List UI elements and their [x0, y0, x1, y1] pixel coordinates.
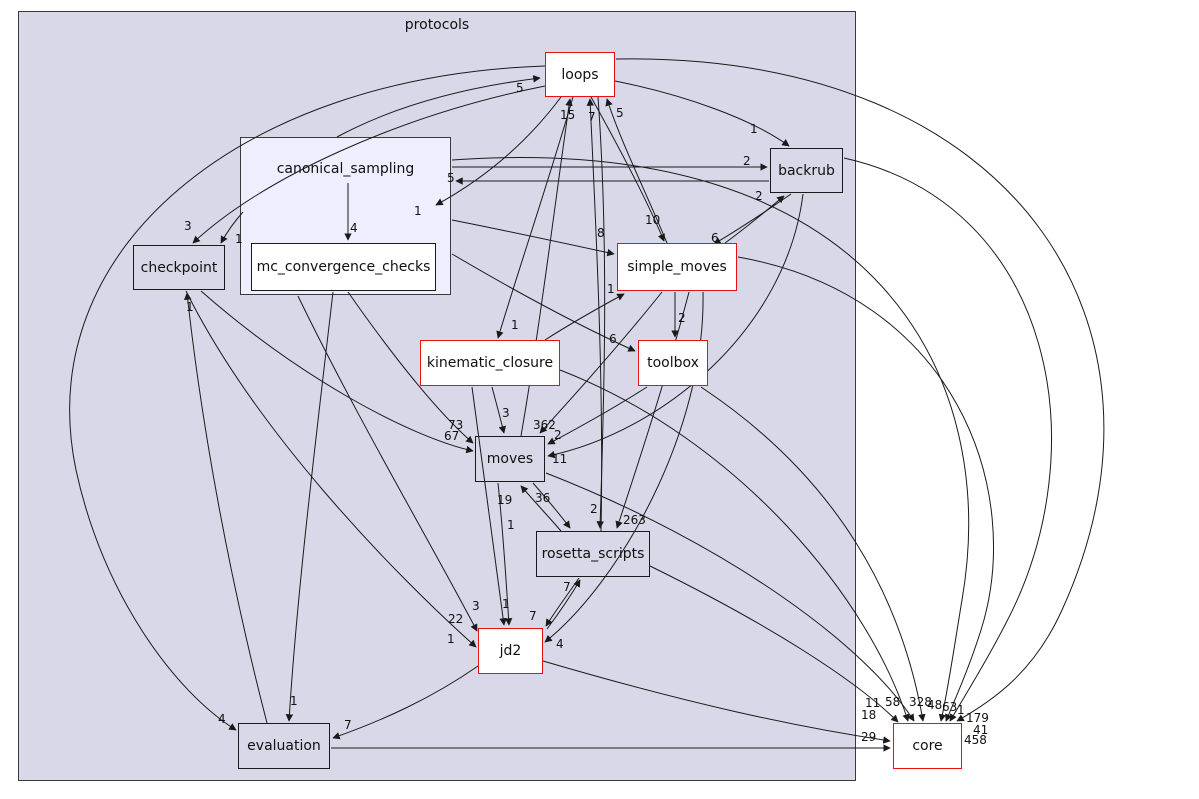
node-kinematic-closure[interactable]: kinematic_closure	[420, 340, 560, 386]
edge-label: 1	[511, 318, 519, 332]
edge-label: 1	[502, 597, 510, 611]
edge-label: 18	[861, 708, 877, 722]
edge-label: 2	[678, 311, 686, 325]
edge-label: 6	[711, 231, 719, 245]
edge-label: 4	[556, 637, 564, 651]
node-toolbox[interactable]: toolbox	[638, 340, 708, 386]
edge-label: 2	[755, 189, 763, 203]
edge-label: 67	[444, 429, 460, 443]
edge-label: 19	[497, 493, 513, 507]
edge-label: 29	[861, 730, 877, 744]
node-loops[interactable]: loops	[545, 52, 615, 97]
edge-label: 7	[563, 580, 571, 594]
edge-label: 10	[645, 213, 661, 227]
edge-label: 36	[535, 491, 551, 505]
edge-label: 5	[616, 106, 624, 120]
node-jd2[interactable]: jd2	[478, 628, 543, 674]
edge-label: 58	[885, 695, 901, 709]
edge-label: 5	[516, 81, 524, 95]
edge-label: 1	[957, 703, 965, 717]
edge-label: 1	[447, 632, 455, 646]
node-backrub[interactable]: backrub	[770, 148, 843, 193]
edge-label: 1	[414, 204, 422, 218]
edge-label: 1	[186, 300, 194, 314]
edges-layer	[69, 58, 1105, 752]
node-moves[interactable]: moves	[475, 436, 545, 482]
edge-label: 1	[607, 282, 615, 296]
edge-label: 2	[554, 428, 562, 442]
protocols-cluster-label: protocols	[404, 17, 470, 33]
edge-label: 179	[966, 711, 989, 725]
node-mc-convergence-checks[interactable]: mc_convergence_checks	[251, 243, 436, 291]
node-rosetta-scripts[interactable]: rosetta_scripts	[536, 531, 650, 577]
edge-label: 8	[597, 226, 605, 240]
edge-label: 362	[533, 418, 556, 432]
edge-label: 2	[743, 154, 751, 168]
edge-label: 48	[927, 698, 943, 712]
edge-label: 2	[590, 502, 598, 516]
edge-label: 3	[472, 599, 480, 613]
edge-label: 63	[942, 700, 958, 714]
edge-label: 7	[588, 110, 596, 124]
edge-label: 1	[750, 122, 758, 136]
edge-label: 22	[448, 612, 464, 626]
node-evaluation[interactable]: evaluation	[238, 723, 330, 769]
node-simple-moves[interactable]: simple_moves	[617, 243, 737, 291]
edge-label: 5	[447, 171, 455, 185]
edge-label: 1	[235, 232, 243, 246]
edge-label: 11	[865, 696, 881, 710]
edge-label: 458	[964, 733, 987, 747]
edge-label: 1	[507, 518, 515, 532]
edge-label: 3	[502, 406, 510, 420]
edge-label: 7	[529, 609, 537, 623]
edge-label: 11	[552, 452, 568, 466]
edge-label: 3	[184, 219, 192, 233]
edge-label: 7	[344, 718, 352, 732]
edge-label: 4	[218, 712, 226, 726]
edge-label: 1	[290, 694, 298, 708]
edge-label: 263	[623, 513, 646, 527]
edge-label: 4	[350, 221, 358, 235]
node-core[interactable]: core	[893, 723, 962, 769]
edge-label: 328	[909, 695, 932, 709]
edge-label: 73	[448, 418, 464, 432]
edge-label: 41	[973, 723, 989, 737]
edge-label: 6	[609, 332, 617, 346]
node-checkpoint[interactable]: checkpoint	[133, 245, 225, 290]
edge-label: 15	[560, 108, 576, 122]
